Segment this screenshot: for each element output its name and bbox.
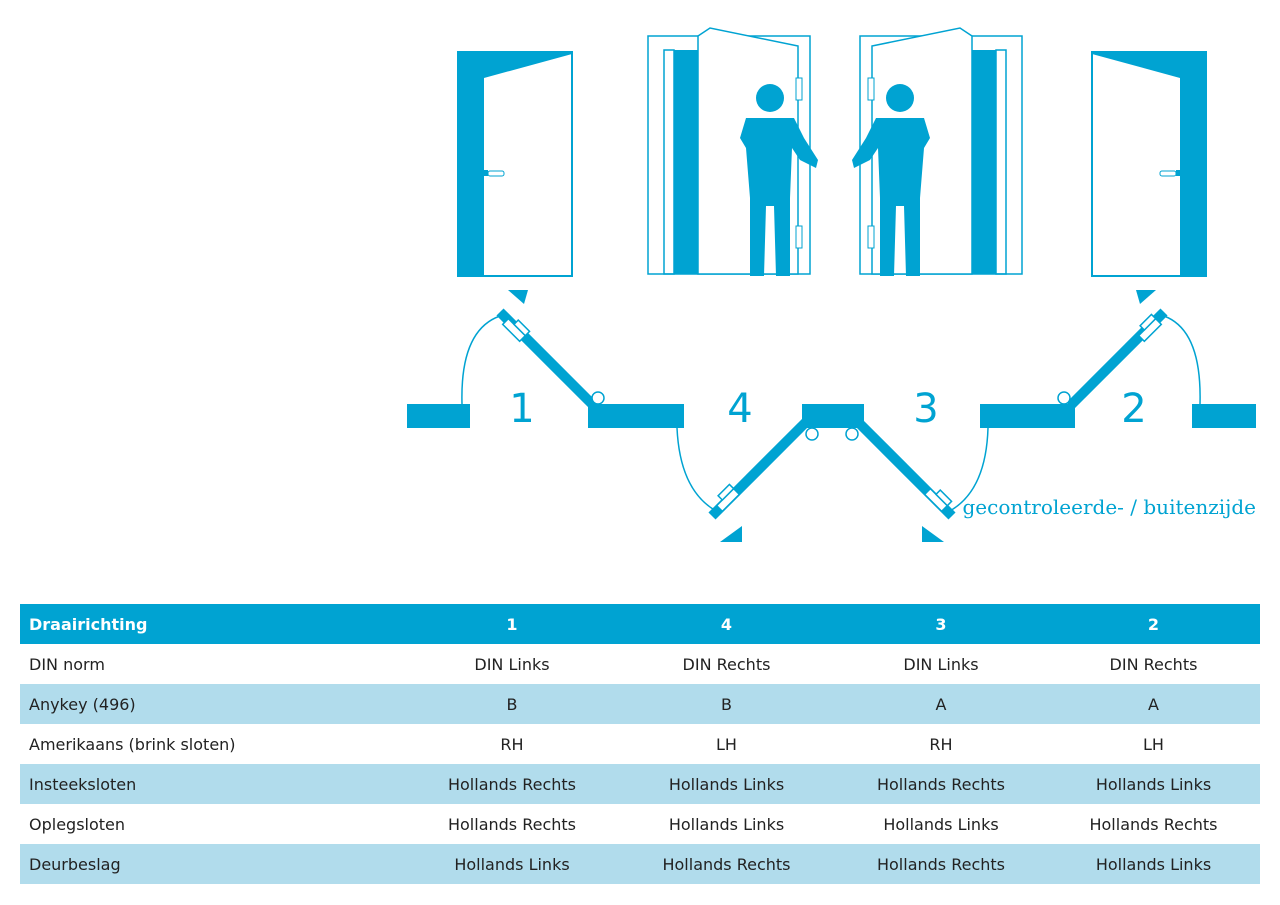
door-number-4: 4 bbox=[727, 386, 752, 432]
table-cell: Hollands Rechts bbox=[835, 764, 1047, 804]
person-door-icon bbox=[647, 27, 818, 276]
row-label: Insteeksloten bbox=[20, 764, 406, 804]
table-cell: DIN Rechts bbox=[1109, 654, 1198, 674]
header-cell: 2 bbox=[1047, 604, 1260, 644]
table-cell: A bbox=[835, 684, 1047, 724]
table-cell: LH bbox=[1143, 734, 1164, 754]
direction-table: Draairichting 1 4 3 2 DIN norm DIN Links… bbox=[20, 604, 1260, 884]
header-cell: Draairichting bbox=[20, 604, 406, 644]
table-row: DIN norm DIN Links DIN Rechts DIN Links … bbox=[20, 644, 1260, 684]
table-cell: DIN Links bbox=[903, 654, 979, 674]
table-header-row: Draairichting 1 4 3 2 bbox=[20, 604, 1260, 644]
door-plan-icon bbox=[407, 290, 1256, 542]
row-label: Anykey (496) bbox=[20, 684, 406, 724]
table-cell: Hollands Links bbox=[406, 844, 618, 884]
table-cell: Hollands Links bbox=[1047, 844, 1260, 884]
table-row: Amerikaans (brink sloten) RH LH RH LH bbox=[20, 724, 1260, 764]
table-cell: Hollands Rechts bbox=[618, 844, 835, 884]
table-cell: RH bbox=[500, 734, 524, 754]
table-cell: Hollands Links bbox=[618, 764, 835, 804]
table-cell: B bbox=[406, 684, 618, 724]
row-label: Deurbeslag bbox=[20, 844, 406, 884]
table-row: Oplegsloten Hollands Rechts Hollands Lin… bbox=[20, 804, 1260, 844]
table-row: Insteeksloten Hollands Rechts Hollands L… bbox=[20, 764, 1260, 804]
table-cell: Hollands Rechts bbox=[406, 764, 618, 804]
header-cell: 4 bbox=[618, 604, 835, 644]
door-front-icon bbox=[1091, 51, 1207, 278]
row-label: DIN norm bbox=[29, 654, 105, 674]
table-cell: B bbox=[618, 684, 835, 724]
door-number-1: 1 bbox=[509, 386, 534, 432]
door-number-2: 2 bbox=[1121, 386, 1146, 432]
person-door-icon bbox=[852, 27, 1023, 276]
table-cell: DIN Links bbox=[474, 654, 550, 674]
table-cell: LH bbox=[716, 734, 737, 754]
table-cell: Hollands Rechts bbox=[447, 814, 577, 834]
table-cell: A bbox=[1047, 684, 1260, 724]
door-number-3: 3 bbox=[913, 386, 938, 432]
table-cell: Hollands Links bbox=[668, 814, 785, 834]
direction-table-wrapper: Draairichting 1 4 3 2 DIN norm DIN Links… bbox=[20, 604, 1260, 884]
table-cell: RH bbox=[929, 734, 953, 754]
row-label: Oplegsloten bbox=[29, 814, 126, 834]
side-caption: gecontroleerde- / buitenzijde bbox=[963, 495, 1257, 519]
table-cell: Hollands Rechts bbox=[835, 844, 1047, 884]
table-row: Deurbeslag Hollands Links Hollands Recht… bbox=[20, 844, 1260, 884]
table-cell: DIN Rechts bbox=[682, 654, 771, 674]
table-row: Anykey (496) B B A A bbox=[20, 684, 1260, 724]
row-label: Amerikaans (brink sloten) bbox=[29, 734, 236, 754]
header-cell: 1 bbox=[406, 604, 618, 644]
table-cell: Hollands Links bbox=[1047, 764, 1260, 804]
header-cell: 3 bbox=[835, 604, 1047, 644]
table-cell: Hollands Links bbox=[883, 814, 999, 834]
door-front-icon bbox=[457, 51, 573, 278]
door-direction-diagram: 1 4 3 2 gecontroleerde- / buitenzijde bbox=[407, 27, 1257, 542]
table-cell: Hollands Rechts bbox=[1089, 814, 1218, 834]
